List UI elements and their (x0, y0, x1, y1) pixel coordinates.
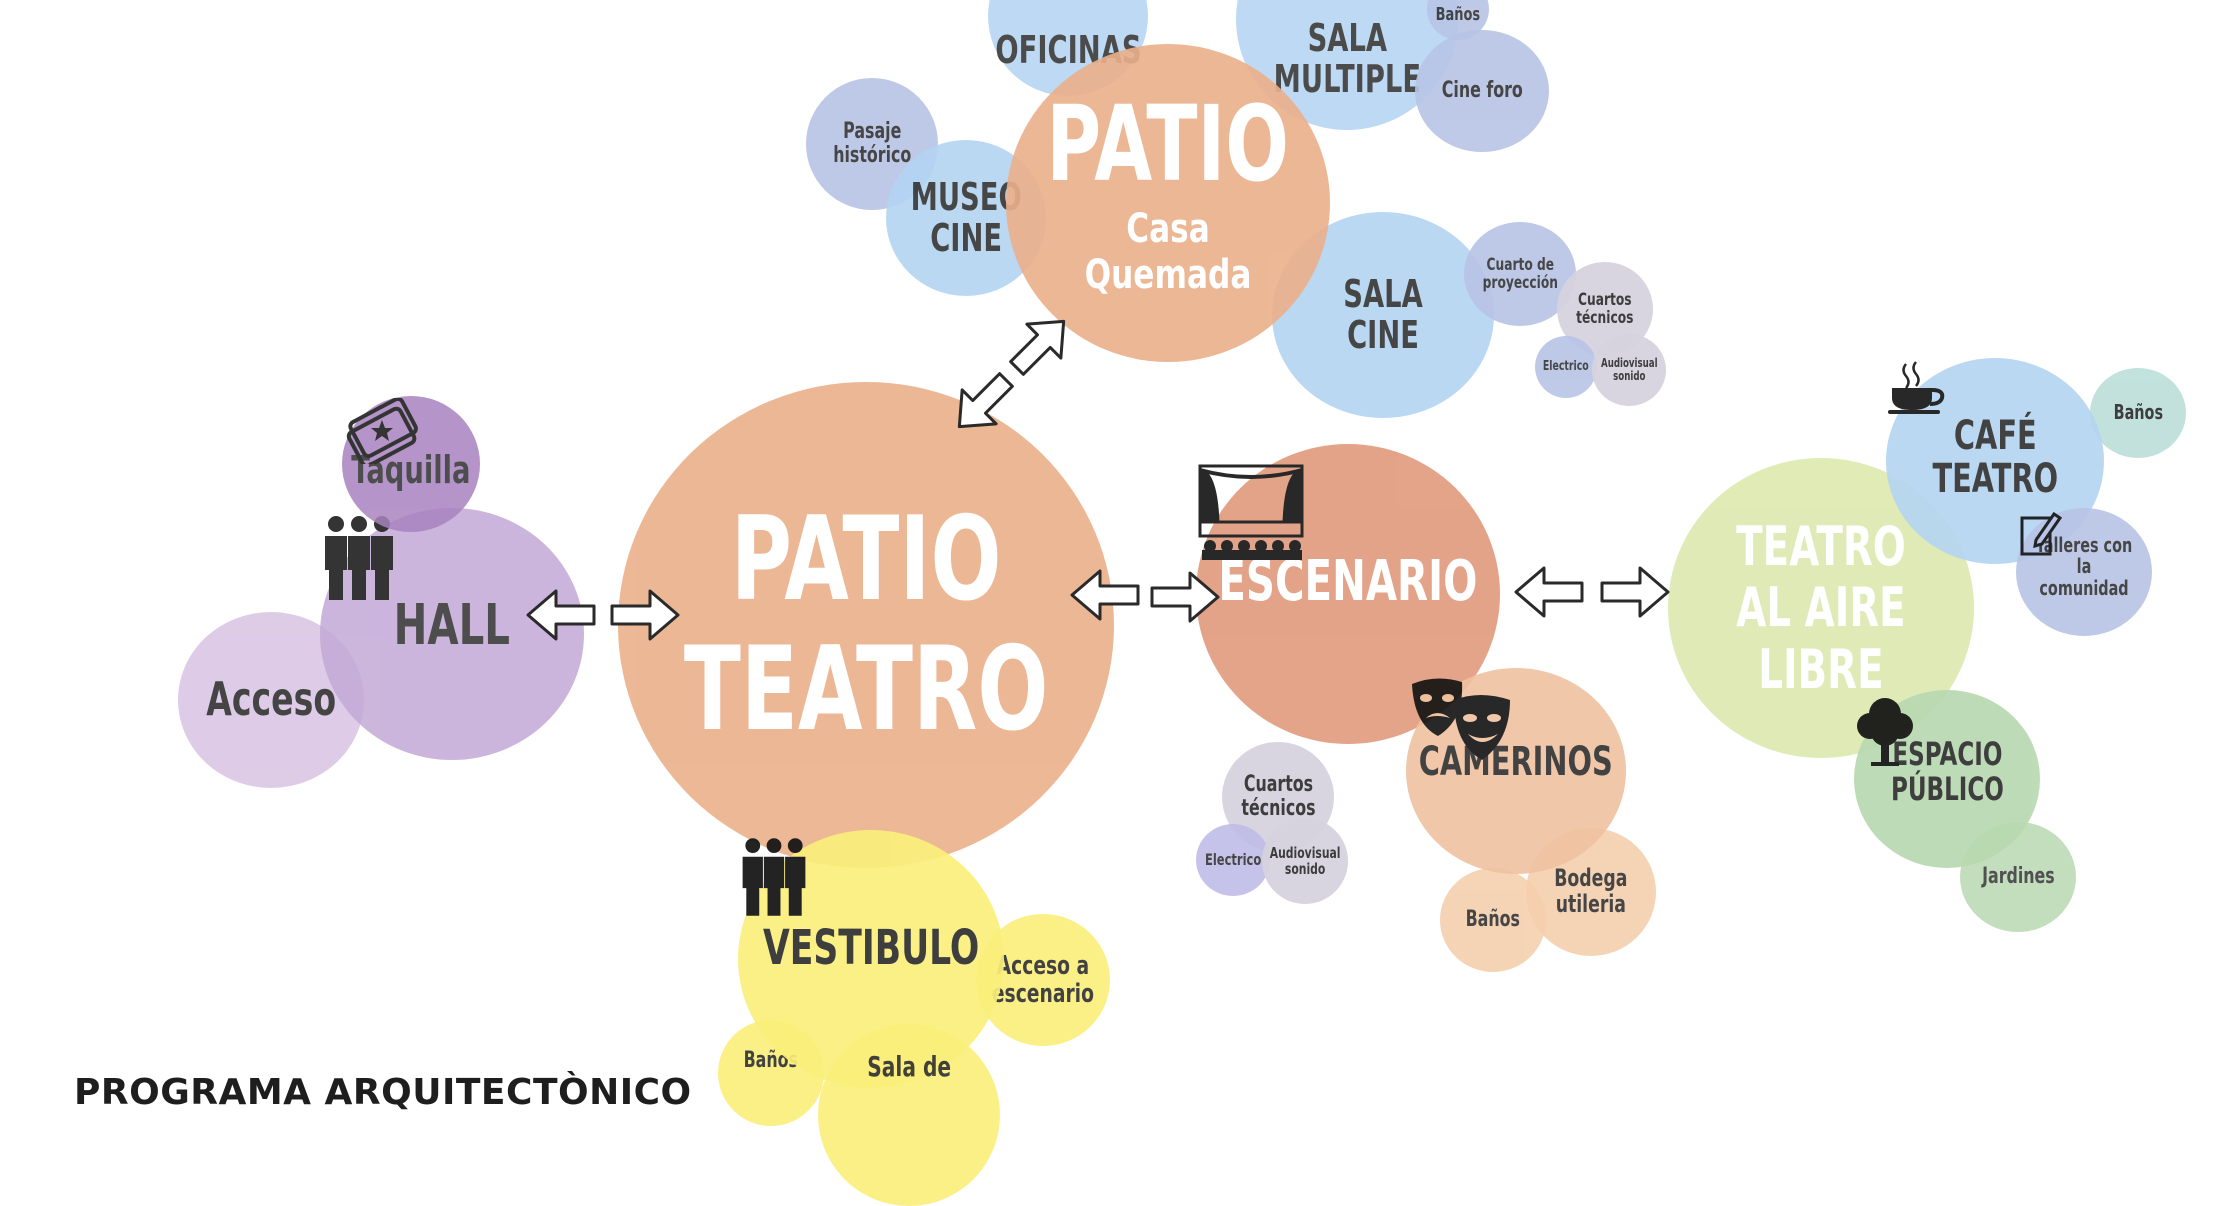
stage-icon (1198, 464, 1304, 560)
tree-icon (1857, 698, 1913, 766)
banos-camerinos-label: Baños (1465, 907, 1521, 933)
sala-multiple-label: SALA MULTIPLE (1273, 15, 1421, 101)
camerinos-node: CAMERINOS (1406, 668, 1626, 874)
banos-sala-label: Baños (1435, 4, 1481, 26)
patio-casa-quemada-sublabel: Casa Quemada (1084, 206, 1252, 299)
sala-cine-node: SALA CINE (1272, 212, 1494, 418)
hall-label: HALL (393, 592, 511, 658)
architectural-program-diagram: OFICINAS SALA MULTIPLE Baños Cine foro P… (74, 0, 2186, 1206)
cine-foro-node: Cine foro (1415, 30, 1549, 152)
talleres-node: Talleres con la comunidad (2016, 508, 2152, 636)
espacio-publico-label: ESPACIO PÚBLICO (1890, 735, 2004, 808)
museo-cine-label: MUSEO CINE (910, 174, 1022, 260)
aire-left-arrow (1514, 566, 1584, 618)
camerinos-label: CAMERINOS (1419, 739, 1613, 786)
page-title: PROGRAMA ARQUITECTÒNICO (74, 1072, 692, 1113)
sala-de-label: Sala de (867, 1049, 951, 1083)
acceso-label: Acceso (206, 672, 336, 727)
escenario-node: ESCENARIO (1196, 444, 1500, 744)
cuartos-tecnicos-esc-label: Cuartos técnicos (1240, 772, 1316, 821)
sala-de-node: Sala de (818, 1024, 1000, 1206)
audiovisual-cine-label: Audiovisual sonido (1600, 356, 1658, 383)
cafe-teatro-label: CAFÉ TEATRO (1932, 412, 2058, 502)
patio-casa-quemada-node: PATIO Casa Quemada (1006, 44, 1330, 362)
espacio-publico-node: ESPACIO PÚBLICO (1854, 690, 2040, 868)
hall-node: HALL (320, 508, 584, 760)
patio-casa-quemada-label: PATIO (1046, 82, 1290, 205)
electrico-esc-label: Electrico (1204, 850, 1262, 870)
electrico-esc-node: Electrico (1196, 824, 1270, 896)
cine-foro-label: Cine foro (1441, 78, 1523, 104)
audiovisual-cine-node: Audiovisual sonido (1592, 334, 1666, 406)
cuarto-proyeccion-label: Cuarto de proyección (1482, 254, 1558, 293)
pasaje-historico-label: Pasaje histórico (832, 119, 912, 168)
patio-teatro-node: PATIO TEATRO (618, 382, 1114, 868)
aire-right-arrow (1600, 566, 1670, 618)
vestibulo-label: VESTIBULO (762, 920, 980, 977)
electrico-cine-node: Electrico (1535, 336, 1597, 398)
notepad-pencil-icon (2020, 511, 2063, 556)
audiovisual-esc-label: Audiovisual sonido (1269, 843, 1341, 878)
teatro-aire-libre-label: TEATRO AL AIRE LIBRE (1736, 514, 1906, 701)
ticket-icon (346, 398, 418, 464)
taquilla-node: Taquilla (342, 396, 480, 532)
electrico-cine-label: Electrico (1543, 358, 1589, 374)
cuartos-tecnicos-cine-label: Cuartos técnicos (1576, 289, 1634, 328)
audiovisual-esc-node: Audiovisual sonido (1262, 818, 1348, 904)
sala-cine-label: SALA CINE (1343, 271, 1423, 357)
patio-teatro-label: PATIO TEATRO (683, 492, 1049, 757)
banos-cafe-node: Baños (2090, 368, 2186, 458)
escenario-label: ESCENARIO (1218, 548, 1478, 614)
jardines-label: Jardines (1981, 864, 2055, 890)
theater-masks-icon (1412, 678, 1510, 760)
acceso-escenario-node: Acceso a escenario (976, 914, 1110, 1046)
banos-cafe-label: Baños (2113, 400, 2163, 425)
acceso-escenario-label: Acceso a escenario (991, 950, 1095, 1009)
people-icon (742, 838, 806, 916)
bodega-label: Bodega utileria (1554, 864, 1628, 918)
coffee-cup-icon (1888, 361, 1945, 414)
pasaje-historico-node: Pasaje histórico (806, 78, 938, 210)
